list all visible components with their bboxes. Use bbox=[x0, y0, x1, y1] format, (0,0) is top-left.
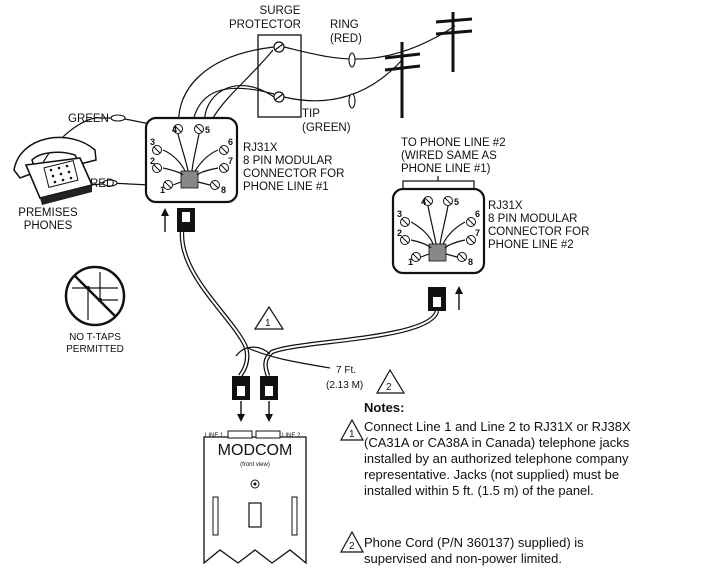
pin-label: 6 bbox=[228, 137, 233, 147]
pin-label: 7 bbox=[475, 228, 480, 238]
pin-label: 5 bbox=[205, 125, 210, 135]
note1-line: installed within 5 ft. (1.5 m) of the pa… bbox=[364, 483, 594, 498]
no-ttaps-label: NO T-TAPS bbox=[69, 332, 121, 343]
tip-label: TIP bbox=[302, 108, 320, 120]
pin-label: 1 bbox=[160, 185, 165, 195]
ring-label: RING bbox=[330, 19, 359, 31]
line2-header: (WIRED SAME AS bbox=[401, 150, 497, 162]
pin-label: 4 bbox=[172, 125, 177, 135]
modcom-subtitle: (front view) bbox=[240, 462, 270, 468]
surge-protector bbox=[257, 34, 302, 118]
rj31x-jack-line2: 4 5 3 6 2 7 1 8 bbox=[391, 187, 486, 275]
jack1-label: RJ31X bbox=[243, 142, 278, 154]
modcom-title: MODCOM bbox=[218, 442, 293, 459]
line2-header: TO PHONE LINE #2 bbox=[401, 137, 506, 149]
notes-section: Notes: 1 Connect Line 1 and Line 2 to RJ… bbox=[339, 400, 631, 566]
line2-bracket bbox=[402, 176, 475, 188]
plug-line1 bbox=[161, 208, 195, 232]
green-wire-label: GREEN bbox=[68, 113, 109, 125]
jack1-label: PHONE LINE #1 bbox=[243, 181, 329, 193]
outside-wires bbox=[283, 25, 456, 109]
pin-label: 1 bbox=[408, 257, 413, 267]
note1-line: (CA31A or CA38A in Canada) telephone jac… bbox=[364, 435, 630, 450]
note1-line: representative. Jacks (not supplied) mus… bbox=[364, 467, 619, 482]
notes-heading: Notes: bbox=[364, 400, 404, 415]
pin-label: 7 bbox=[228, 156, 233, 166]
line2-port-label: LINE 2 bbox=[282, 433, 301, 439]
line2-header: PHONE LINE #1) bbox=[401, 163, 491, 175]
note2-mark: 2 bbox=[349, 541, 355, 552]
line1-port-label: LINE 1 bbox=[205, 433, 224, 439]
plug-line2 bbox=[428, 286, 463, 311]
note1-line: installed by an authorized telephone com… bbox=[364, 451, 629, 466]
note2-line: supervised and non-power limited. bbox=[364, 551, 562, 566]
phone-icon bbox=[13, 136, 97, 205]
phone-cords bbox=[179, 231, 440, 378]
pin-label: 4 bbox=[421, 197, 426, 207]
cord-length-metric-label: (2.13 M) bbox=[326, 380, 363, 391]
plugs-modcom bbox=[232, 376, 278, 422]
no-ttaps-label: PERMITTED bbox=[66, 344, 124, 355]
note-mark-1: 1 bbox=[253, 305, 285, 330]
note2-line: Phone Cord (P/N 360137) supplied) is bbox=[364, 535, 584, 550]
premises-label: PHONES bbox=[24, 220, 73, 232]
pin-label: 2 bbox=[150, 156, 155, 166]
no-ttaps-icon bbox=[64, 265, 126, 327]
surge-label: SURGE bbox=[260, 5, 301, 17]
svg-text:1: 1 bbox=[265, 318, 271, 329]
jack1-label: CONNECTOR FOR bbox=[243, 168, 344, 180]
note1-mark: 1 bbox=[349, 429, 355, 440]
rj31x-jack-line1: 4 5 3 6 2 7 1 8 bbox=[144, 116, 239, 204]
jack2-label: PHONE LINE #2 bbox=[488, 239, 574, 251]
surge-label: PROTECTOR bbox=[229, 19, 301, 31]
note1-line: Connect Line 1 and Line 2 to RJ31X or RJ… bbox=[364, 419, 631, 434]
jack2-label: CONNECTOR FOR bbox=[488, 226, 589, 238]
jack2-label: 8 PIN MODULAR bbox=[488, 213, 577, 225]
pin-label: 8 bbox=[468, 257, 473, 267]
pin-label: 5 bbox=[454, 197, 459, 207]
pin-label: 3 bbox=[397, 209, 402, 219]
red-wire-label: RED bbox=[90, 178, 114, 190]
svg-text:2: 2 bbox=[386, 382, 392, 393]
modcom-module: LINE 1 LINE 2 MODCOM (front view) bbox=[203, 430, 307, 565]
pin-label: 3 bbox=[150, 137, 155, 147]
ring-label: (RED) bbox=[330, 33, 362, 45]
pin-label: 8 bbox=[221, 185, 226, 195]
pin-label: 6 bbox=[475, 209, 480, 219]
note-mark-2: 2 bbox=[375, 368, 406, 394]
premises-label: PREMISES bbox=[18, 207, 78, 219]
jack2-label: RJ31X bbox=[488, 200, 523, 212]
jack1-label: 8 PIN MODULAR bbox=[243, 155, 332, 167]
pin-label: 2 bbox=[397, 228, 402, 238]
cord-length-label: 7 Ft. bbox=[336, 365, 356, 376]
tip-label: (GREEN) bbox=[302, 122, 351, 134]
